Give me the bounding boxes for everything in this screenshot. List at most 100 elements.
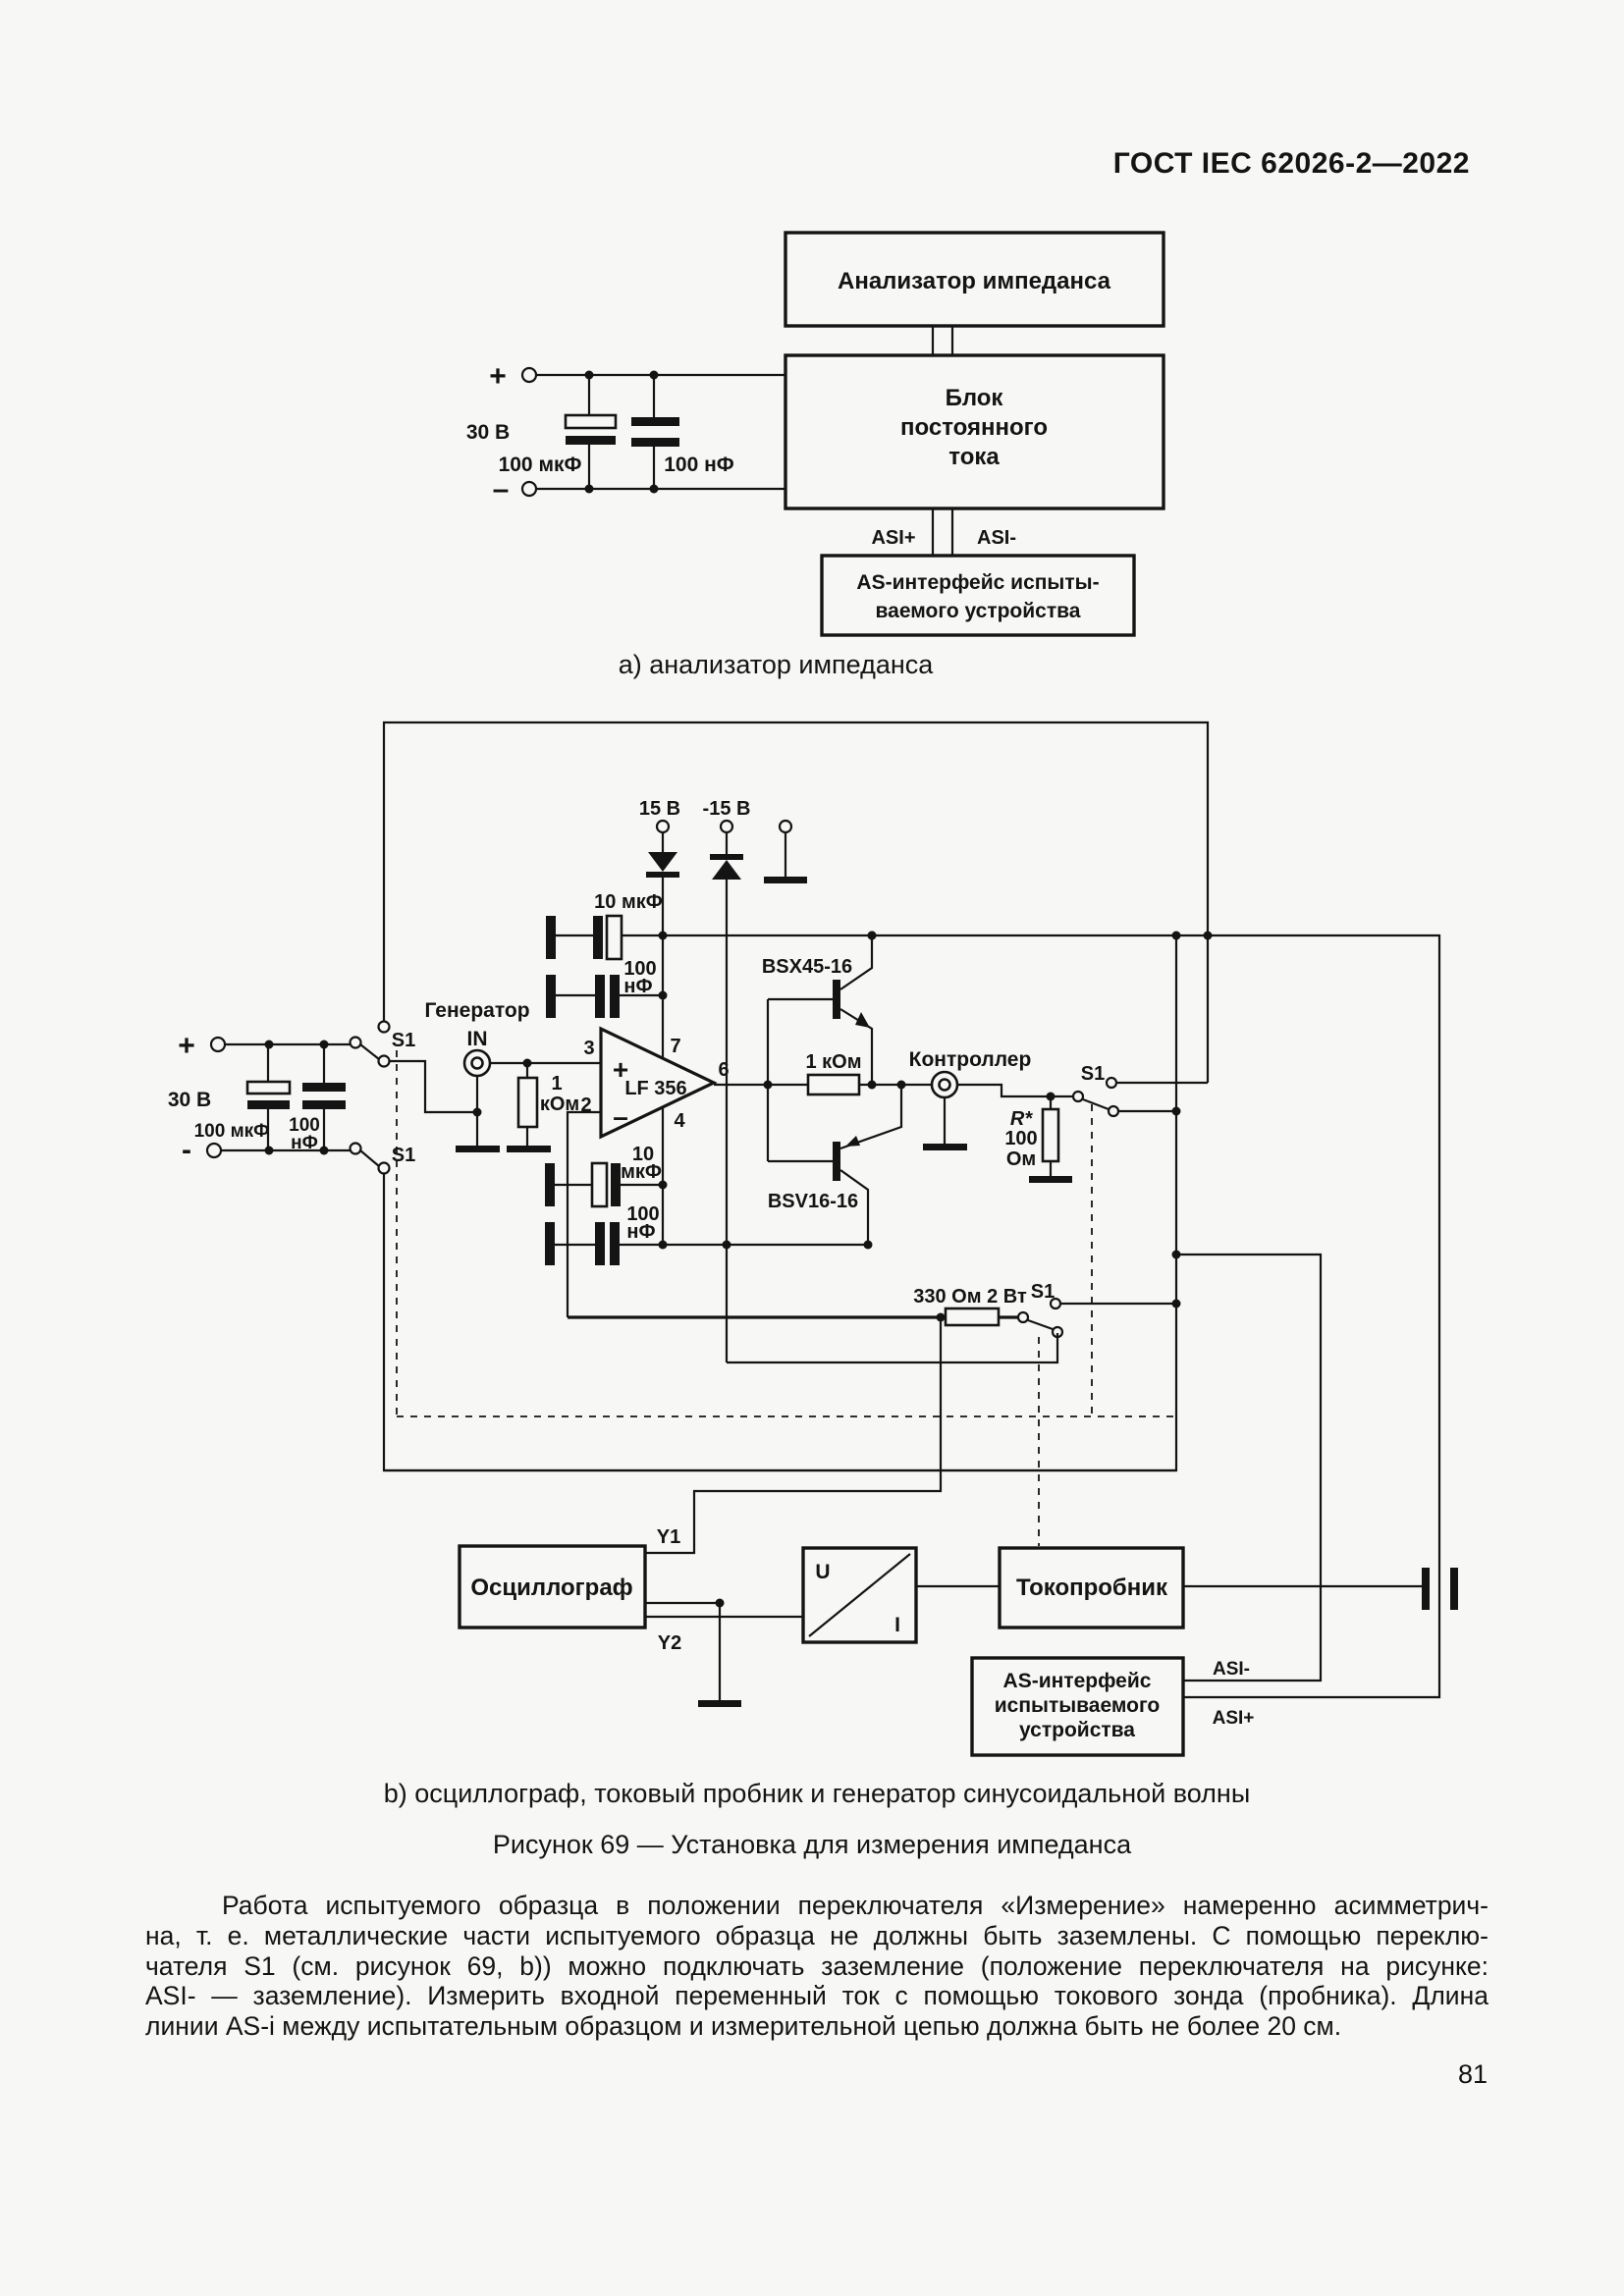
oscilloscope-box	[458, 1544, 647, 1629]
switch-s1-lower: S1	[349, 1142, 415, 1175]
minus-sign-b: -	[182, 1134, 191, 1166]
opamp-plus: +	[613, 1054, 628, 1085]
as-box-label: испытываемого	[995, 1694, 1161, 1717]
r-star-unit: Ом	[1006, 1148, 1036, 1170]
r1k-in-label: 1	[551, 1073, 562, 1095]
pin4: 4	[674, 1110, 685, 1132]
asi-minus-run	[1176, 1253, 1323, 1682]
page-number: 81	[1457, 2059, 1488, 2089]
output-stage: 1 кОм BSX45-16 BSV16-16	[714, 931, 1208, 1245]
coax-connector-controller	[930, 1070, 959, 1099]
bsv-label: BSV16-16	[768, 1191, 858, 1212]
pin6: 6	[718, 1059, 729, 1081]
body-line: линии AS-i между испытательным образцом …	[145, 2011, 1342, 2042]
cap2-label-a: 100 нФ	[664, 454, 734, 476]
base-tie	[766, 997, 833, 1163]
box-connectors	[931, 326, 954, 556]
dc-block-box	[784, 353, 1165, 510]
diode-minus15v	[712, 860, 741, 880]
switch-s1-upper: S1	[349, 1020, 482, 1117]
opamp-minus: –	[613, 1101, 628, 1132]
ground-bar	[923, 1144, 967, 1150]
dc-block-label: Блок	[946, 385, 1004, 411]
ground-bar	[456, 1146, 500, 1152]
ground-plate	[546, 916, 556, 959]
current-probe-box	[998, 1546, 1185, 1629]
feedback-wire	[566, 1110, 601, 1317]
controller-label: Контроллер	[909, 1048, 1032, 1071]
cap-100nf-bot-label: 100	[626, 1203, 659, 1225]
as-box-label: AS-интерфейс	[1003, 1670, 1152, 1692]
pin7: 7	[670, 1036, 680, 1057]
as-interface-box-a	[820, 554, 1136, 637]
cap-10uf-label: 10 мкФ	[594, 891, 663, 913]
caption-b: b) осциллограф, токовый пробник и генера…	[383, 1779, 1251, 1808]
cap-100nf-label: нФ	[623, 976, 652, 997]
generator-input: Генератор IN 1 кОм	[424, 999, 601, 1152]
feedback-330: 330 Ом 2 Вт S1	[568, 1281, 1181, 1339]
as-interface-b: AS-интерфейс испытываемого устройства AS…	[970, 1656, 1255, 1757]
resistor-1k-in	[516, 1076, 539, 1129]
coupling-cap-plate	[1450, 1568, 1458, 1610]
r-star-val: 100	[1004, 1128, 1037, 1149]
dc-block-label: постоянного	[900, 414, 1048, 441]
r330-label: 330 Ом 2 Вт	[913, 1286, 1027, 1308]
shield-box	[382, 721, 1210, 1472]
s1-label: S1	[392, 1030, 415, 1051]
as-box-label: устройства	[1019, 1719, 1135, 1741]
ground-bar	[764, 877, 807, 883]
s1-label: S1	[392, 1145, 415, 1166]
cap-100nf-bot-label: нФ	[626, 1221, 655, 1243]
transistor-bsv16: BSV16-16	[768, 1085, 903, 1245]
ground-bar	[698, 1700, 741, 1707]
asi-plus-label-b: ASI+	[1213, 1708, 1255, 1729]
bsx-label: BSX45-16	[762, 956, 852, 978]
coax-connector-in	[462, 1048, 492, 1078]
minus-terminal-a	[520, 480, 538, 498]
opamp-label: LF 356	[624, 1078, 686, 1099]
diode-15v	[648, 852, 677, 872]
pin2: 2	[580, 1095, 591, 1116]
cap2-label-b: 100	[289, 1115, 320, 1136]
ui-converter: U I	[801, 1546, 1000, 1644]
resistor-1k-out	[806, 1073, 861, 1096]
oscilloscope-label: Осциллограф	[470, 1575, 632, 1601]
cap2-label-b: нФ	[291, 1133, 318, 1153]
source-30v-b: + - 30 В 100 мкФ 100 нФ	[168, 1030, 350, 1166]
plus-sign-a: +	[489, 360, 507, 393]
asi-plus-label: ASI+	[871, 527, 915, 549]
analyzer-label: Анализатор импеданса	[838, 268, 1111, 294]
as-interface-label: ваемого устройства	[876, 600, 1081, 622]
voltage-label-b: 30 В	[168, 1089, 211, 1111]
controller: Контроллер	[909, 1048, 1032, 1150]
vneg15-label: -15 В	[703, 798, 751, 820]
supply-terminals: 15 В -15 В	[639, 798, 1059, 1364]
supply-rail-right	[663, 934, 1441, 1699]
body-line: ASI- — заземление). Измерить входной пер…	[145, 1981, 1489, 2011]
page-header: ГОСТ IEC 62026-2—2022	[1112, 147, 1470, 180]
s1-label: S1	[1031, 1281, 1055, 1303]
cap-10uf-bot-label: 10	[632, 1144, 654, 1165]
r-star-label: R*	[1010, 1108, 1033, 1130]
u-label: U	[815, 1561, 830, 1583]
decoupling-caps-top: 10 мкФ 100 нФ	[546, 891, 668, 1018]
y1-wire	[645, 1317, 943, 1555]
cap1-label-b: 100 мкФ	[194, 1121, 270, 1142]
asi-minus-label-b: ASI-	[1213, 1659, 1250, 1680]
resistor-r-star: R* 100 Ом	[1004, 1092, 1072, 1183]
as-interface-label: AS-интерфейс испыты-	[856, 571, 1099, 594]
figure-caption: Рисунок 69 — Установка для измерения имп…	[492, 1830, 1132, 1859]
current-probe-label: Токопробник	[1016, 1575, 1168, 1601]
r1k-in-label: кОм	[540, 1094, 579, 1115]
capacitor-100nf-a	[631, 375, 679, 489]
ground-bar	[1029, 1176, 1072, 1183]
body-paragraph: Работа испытуемого образца в положении п…	[145, 1891, 1489, 2042]
circuit-diagrams: Анализатор импеданса Блок постоянного то…	[168, 231, 1458, 1757]
generator-in-label: IN	[467, 1028, 488, 1050]
coupling-cap-plate	[1422, 1568, 1430, 1610]
minus-sign-a: –	[493, 473, 510, 506]
ground-bar	[507, 1146, 551, 1152]
opamp-lf356: + – LF 356 3 2 7 4 6	[566, 1026, 730, 1317]
y1-label: Y1	[657, 1526, 680, 1548]
